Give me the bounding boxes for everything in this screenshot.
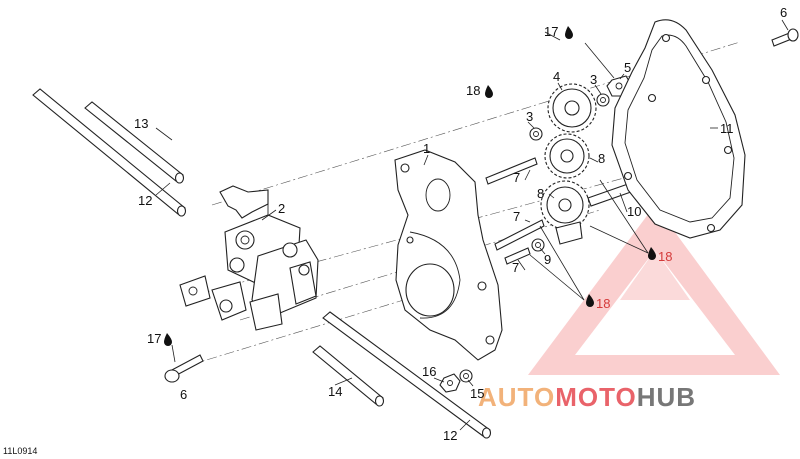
callouts: 13 12 2 1 3 4 3 5 8 8 7 7 7 9 10 11 6 6 … <box>134 5 787 443</box>
gear-8-lower <box>540 180 590 245</box>
oil-drop-icon <box>586 294 594 307</box>
callout-2: 2 <box>278 201 285 216</box>
callout-12-lower: 12 <box>443 428 457 443</box>
tube-13 <box>32 88 187 217</box>
washer-9 <box>531 238 545 252</box>
callout-6-lower: 6 <box>180 387 187 402</box>
torque-18-upper: 18 <box>466 83 480 98</box>
washer-3-left <box>529 127 543 141</box>
tube-12-upper <box>84 101 185 184</box>
watermark-text-moto: MOTO <box>555 382 637 412</box>
torque-18-lower: 18 <box>596 296 610 311</box>
callout-1: 1 <box>423 141 430 156</box>
callout-3-right: 3 <box>590 72 597 87</box>
pin-7-middle <box>494 219 545 251</box>
callout-10: 10 <box>627 204 641 219</box>
torque-18-right: 18 <box>658 249 672 264</box>
oil-drop-icon <box>565 26 573 39</box>
watermark: AUTOMOTOHUB <box>478 205 780 412</box>
callout-15: 15 <box>470 386 484 401</box>
watermark-text-auto: AUTO <box>478 382 555 412</box>
callout-7-upper: 7 <box>513 170 520 185</box>
tube-14 <box>312 345 385 407</box>
torque-17-lower: 17 <box>147 331 161 346</box>
callout-7-middle: 7 <box>513 209 520 224</box>
leader-lines <box>155 19 789 431</box>
gasket-11 <box>611 19 746 239</box>
callout-4: 4 <box>553 69 560 84</box>
callout-11: 11 <box>720 121 734 136</box>
pin-7-upper <box>485 157 538 185</box>
washer-3-right <box>596 93 610 107</box>
diagram-code: 11L0914 <box>3 446 37 456</box>
callout-12-upper: 12 <box>138 193 152 208</box>
oil-drop-icon <box>485 85 493 98</box>
callout-8-lower: 8 <box>537 186 544 201</box>
tube-12-lower <box>322 311 492 439</box>
callout-9: 9 <box>544 252 551 267</box>
callout-16: 16 <box>422 364 436 379</box>
oil-drop-icon <box>648 247 656 260</box>
svg-text:AUTOMOTOHUB: AUTOMOTOHUB <box>478 382 696 412</box>
nut-16 <box>439 373 461 393</box>
screw-6-upper <box>771 28 799 47</box>
pin-7-lower <box>504 247 531 265</box>
torque-17-upper: 17 <box>544 24 558 39</box>
oil-drop-icon <box>164 333 172 346</box>
callout-8-upper: 8 <box>598 151 605 166</box>
screw-6-lower <box>164 354 204 383</box>
watermark-text-hub: HUB <box>637 382 696 412</box>
watermark-logo-triangle <box>528 205 780 375</box>
callout-6-upper: 6 <box>780 5 787 20</box>
callout-13: 13 <box>134 116 148 131</box>
callout-3-left: 3 <box>526 109 533 124</box>
oil-pump-assembly <box>179 185 319 331</box>
gear-cover-1 <box>394 149 503 361</box>
gear-4 <box>547 83 597 133</box>
washer-15 <box>459 369 473 383</box>
callout-7-lower: 7 <box>512 260 519 275</box>
callout-5: 5 <box>624 60 631 75</box>
gear-8-upper <box>544 133 590 179</box>
callout-14: 14 <box>328 384 342 399</box>
